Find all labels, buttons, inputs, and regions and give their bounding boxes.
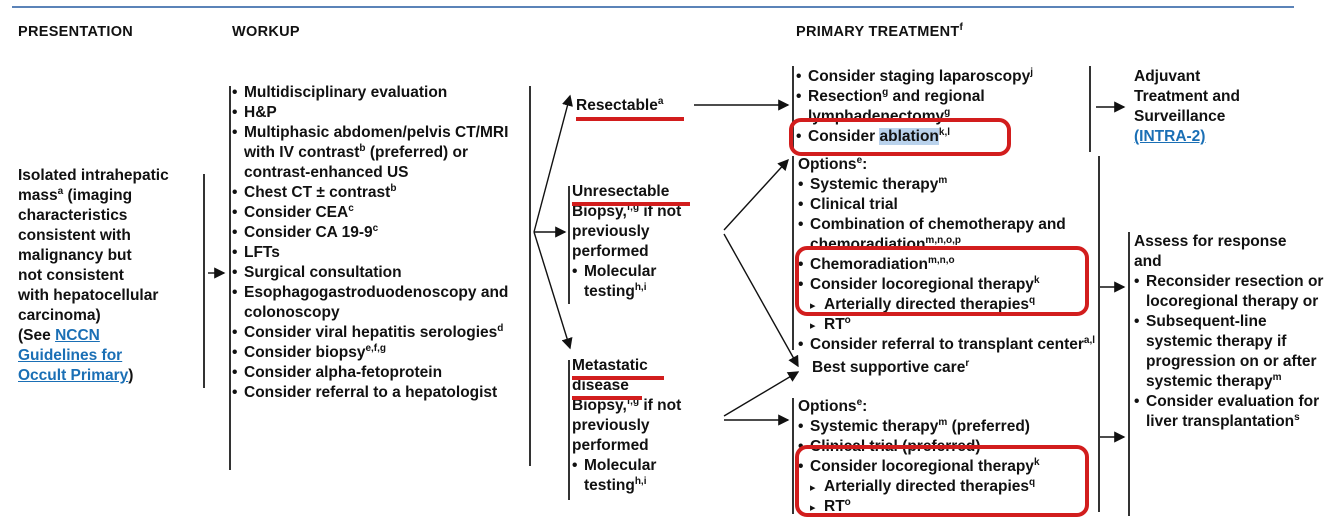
nccn-link[interactable]: NCCN xyxy=(55,327,100,344)
workup-item: Consider biopsye,f,g xyxy=(232,343,532,363)
workup-item: H&P xyxy=(232,103,532,123)
unresectable-bracket xyxy=(568,186,570,304)
workup-item: Multidisciplinary evaluation xyxy=(232,83,532,103)
presentation-block: Isolated intrahepatic massa (imaging cha… xyxy=(18,166,208,386)
header-workup: WORKUP xyxy=(232,24,300,40)
unresectable-loco-redbox xyxy=(795,246,1089,316)
arrow-unres-bsc xyxy=(723,233,799,368)
unresectable-block: Unresectable Biopsy,f,g if not previousl… xyxy=(572,182,722,302)
header-primary-treatment: PRIMARY TREATMENTf xyxy=(796,22,964,40)
metastatic-option-item: Systemic therapym (preferred) xyxy=(798,417,1098,437)
workup-item: Consider CA 19-9c xyxy=(232,223,532,243)
workup-item: Surgical consultation xyxy=(232,263,532,283)
metastatic-block: Metastatic disease Biopsy,f,g if not pre… xyxy=(572,356,722,496)
unresectable-underline xyxy=(572,202,690,206)
arrow-to-metastatic xyxy=(533,231,573,350)
arrow-met-bsc xyxy=(723,371,800,417)
metastatic-tx-bracket xyxy=(792,398,794,514)
ablation-redbox xyxy=(789,118,1011,156)
assess-block: Assess for response and Reconsider resec… xyxy=(1134,232,1324,432)
metastatic-tx: Optionse: Systemic therapym (preferred)C… xyxy=(798,397,1098,518)
resectable-underline xyxy=(576,117,684,121)
treatment-right-bracket xyxy=(1098,156,1100,512)
workup-item: Consider referral to a hepatologist xyxy=(232,383,532,403)
workup-item: Consider viral hepatitis serologiesd xyxy=(232,323,532,343)
nccn-link-3[interactable]: Occult Primary xyxy=(18,367,129,384)
metastatic-bracket xyxy=(568,360,570,500)
workup-item: Esophagogastroduodenoscopy and colonosco… xyxy=(232,283,532,323)
resectable-label: Resectablea xyxy=(576,95,664,114)
unresectable-label: Unresectable xyxy=(572,183,670,200)
intra-2-link[interactable]: (INTRA-2) xyxy=(1134,128,1206,145)
header-presentation: PRESENTATION xyxy=(18,24,134,40)
workup-item: LFTs xyxy=(232,243,532,263)
assess-item: Consider evaluation for liver transplant… xyxy=(1134,392,1324,432)
assess-bracket xyxy=(1128,232,1130,516)
unresectable-tx-bracket xyxy=(792,156,794,350)
unresectable-option-item: Clinical trial xyxy=(798,195,1098,215)
workup-item: Consider alpha-fetoprotein xyxy=(232,363,532,383)
workup-list: Multidisciplinary evaluationH&PMultiphas… xyxy=(232,83,532,403)
unresectable-option-item: Chemoradiationm,n,o xyxy=(798,255,1098,275)
workup-item: Chest CT ± contrastb xyxy=(232,183,532,203)
workup-bracket xyxy=(229,86,231,470)
arrow-to-resectable xyxy=(533,94,573,233)
best-supportive-care: Best supportive carer xyxy=(812,357,970,376)
workup-right-bracket xyxy=(529,86,531,466)
metastatic-underline-1 xyxy=(572,376,664,380)
presentation-bracket xyxy=(203,174,205,388)
resectable-tx-right-bracket xyxy=(1089,66,1091,152)
workup-item: Multiphasic abdomen/pelvis CT/MRI with I… xyxy=(232,123,532,183)
top-rule xyxy=(12,6,1294,8)
nccn-link-2[interactable]: Guidelines for xyxy=(18,347,123,364)
unresectable-option-item: Systemic therapym xyxy=(798,175,1098,195)
assess-item: Reconsider resection or locoregional the… xyxy=(1134,272,1324,312)
assess-item: Subsequent-line systemic therapy if prog… xyxy=(1134,312,1324,392)
arrow-unres-options xyxy=(723,158,789,231)
metastatic-label: Metastatic xyxy=(572,357,648,374)
metastatic-loco-redbox xyxy=(795,445,1089,517)
ablation-highlight: ablation xyxy=(879,128,939,145)
resectable-tx-bracket xyxy=(792,66,794,152)
metastatic-underline-2 xyxy=(572,396,642,400)
workup-item: Consider CEAc xyxy=(232,203,532,223)
unresectable-tx: Optionse: Systemic therapymClinical tria… xyxy=(798,155,1098,355)
adjuvant-block: Adjuvant Treatment and Surveillance (INT… xyxy=(1134,67,1284,147)
